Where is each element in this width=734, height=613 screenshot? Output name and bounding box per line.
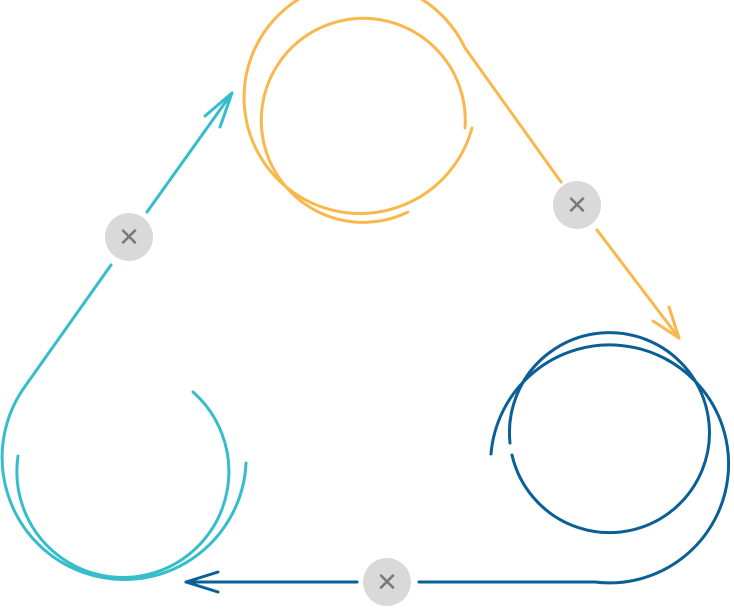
close-icon: ✕ [118,223,140,253]
orange-cycle-inner-spiral [259,16,467,224]
teal-cycle-node [0,383,248,581]
blue-cycle-inner-spiral [507,331,711,535]
edge-orange-to-blue [463,46,681,340]
blue-cycle-node [489,331,731,585]
edge-teal-to-orange [24,91,234,387]
close-icon: ✕ [376,568,398,598]
badge-circle [553,181,601,229]
badge-orange-to-blue: ✕ [553,181,601,229]
badge-blue-to-teal: ✕ [363,558,411,606]
teal-connector-line [24,91,234,387]
orange-arrowhead [651,305,681,340]
orange-cycle-node [242,0,474,224]
teal-cycle-outer-arc [0,383,248,581]
teal-cycle-inner-spiral [15,390,231,579]
blue-arrowhead [184,570,220,594]
blue-cycle-outer-arc [489,343,731,585]
teal-arrowhead [203,91,234,129]
edge-blue-to-teal [184,570,597,594]
close-icon: ✕ [566,191,588,221]
badge-teal-to-orange: ✕ [105,213,153,261]
badge-circle [363,558,411,606]
orange-connector-line [463,46,681,340]
badge-circle [105,213,153,261]
orange-cycle-outer-arc [242,0,474,215]
